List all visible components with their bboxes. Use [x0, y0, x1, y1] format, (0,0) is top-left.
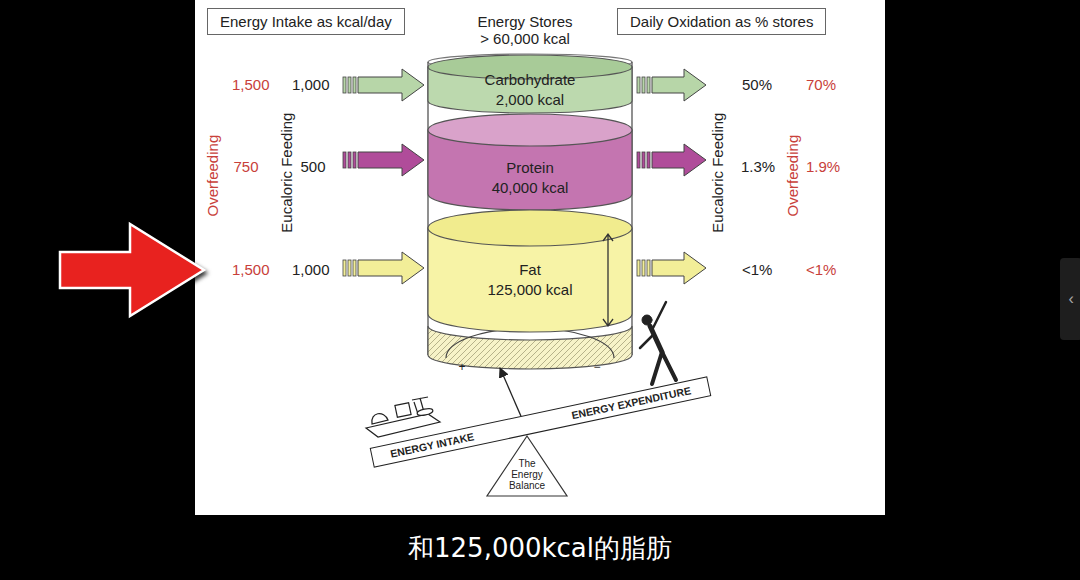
illustration-part [652, 144, 706, 176]
intake-arrow [343, 144, 424, 176]
node-text: 40,000 kcal [492, 178, 569, 198]
illustration-part [642, 152, 645, 168]
node-text: Daily Oxidation as % stores [630, 13, 813, 30]
fat-cylinder: Fat125,000 kcal [428, 210, 632, 332]
illustration-part [652, 352, 676, 384]
eucaloric-intake: 1,000 [292, 76, 330, 93]
illustration-part [343, 152, 346, 168]
illustration-part [348, 77, 351, 93]
illustration-part [652, 252, 706, 284]
intake-arrow [343, 252, 424, 284]
minus-sign: − [594, 361, 601, 375]
vertical-label: Overfeeding [784, 134, 801, 216]
protein-cylinder: Protein40,000 kcal [428, 114, 632, 210]
vertical-label: Eucaloric Feeding [278, 112, 295, 232]
illustration-part [353, 77, 356, 93]
food-tray [366, 397, 440, 437]
illustration-part [343, 260, 346, 276]
illustration-part [417, 407, 434, 416]
node-text: Fat [519, 260, 541, 280]
fulcrum-triangle: The Energy Balance [487, 436, 567, 496]
illustration-part [358, 69, 424, 101]
oxidation-arrow [637, 69, 706, 101]
subtitle-caption: 和125,000kcal的脂肪 [408, 531, 672, 566]
illustration-part [348, 152, 351, 168]
exercise-figure [640, 302, 676, 384]
illustration-part [637, 152, 640, 168]
node-text: Carbohydrate [485, 70, 576, 90]
vertical-label: Overfeeding [204, 134, 221, 216]
node-text: Protein [506, 158, 554, 178]
illustration-part [372, 414, 388, 424]
carbohydrate-cylinder: Carbohydrate2,000 kcal [428, 55, 632, 113]
overfeeding-oxidation: <1% [806, 261, 836, 278]
store-cylinder-wall [428, 62, 632, 355]
node-text: 2,000 kcal [496, 90, 564, 110]
illustration-part [348, 260, 351, 276]
overfeeding-oxidation: 1.9% [806, 158, 840, 175]
eucaloric-oxidation: 1.3% [741, 158, 775, 175]
stores-heading: Energy Stores > 60,000 kcal [474, 13, 576, 48]
overfeeding-intake: 1,500 [232, 261, 270, 278]
illustration-part [395, 403, 411, 418]
illustration-part [647, 77, 650, 93]
eucaloric-oxidation: <1% [742, 261, 772, 278]
illustration-part [642, 77, 645, 93]
node-text: Energy Intake as kcal/day [220, 13, 392, 30]
illustration-part [642, 315, 652, 325]
illustration-part [358, 252, 424, 284]
illustration-part [637, 77, 640, 93]
illustration-part [353, 260, 356, 276]
tab-chevron: ‹ [1069, 290, 1074, 308]
illustration-part [358, 144, 424, 176]
oxidation-arrow [637, 252, 706, 284]
header-box: Daily Oxidation as % stores [617, 8, 826, 35]
illustration-part [652, 69, 706, 101]
red-pointer-arrow [60, 224, 204, 316]
slide-panel [195, 0, 885, 515]
side-tab [1060, 258, 1080, 340]
illustration-part [647, 260, 650, 276]
eucaloric-intake: 500 [301, 158, 326, 175]
vertical-label: Eucaloric Feeding [709, 112, 726, 232]
plus-sign: + [459, 361, 466, 375]
illustration-part [343, 77, 346, 93]
illustration-part [647, 152, 650, 168]
oxidation-arrow [637, 144, 706, 176]
illustration-part [637, 260, 640, 276]
overfeeding-intake: 750 [234, 158, 259, 175]
illustration-part [640, 302, 666, 348]
node-text: The Energy Balance [504, 458, 550, 491]
eucaloric-oxidation: 50% [742, 76, 772, 93]
illustration-part [642, 260, 645, 276]
intake-arrow [343, 69, 424, 101]
header-box: Energy Intake as kcal/day [207, 8, 405, 35]
eucaloric-intake: 1,000 [292, 261, 330, 278]
illustration-part [366, 414, 440, 437]
overfeeding-intake: 1,500 [232, 76, 270, 93]
overfeeding-oxidation: 70% [806, 76, 836, 93]
illustration-part [353, 152, 356, 168]
node-text: 125,000 kcal [487, 280, 572, 300]
